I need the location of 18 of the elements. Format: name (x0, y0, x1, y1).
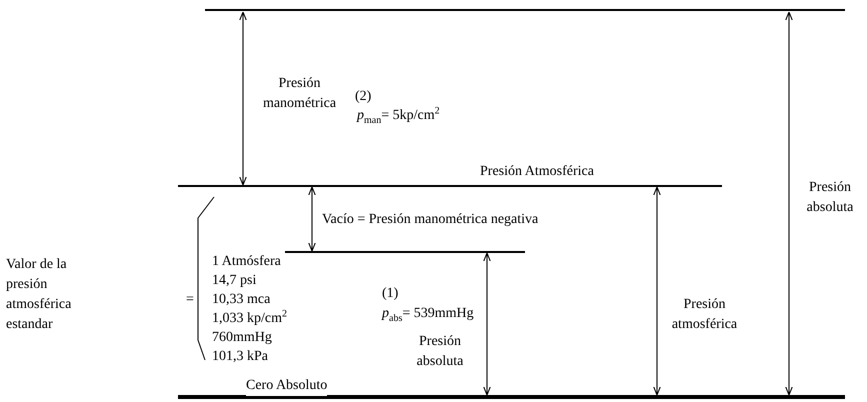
measure-label: Vacío = Presión manométrica negativa (322, 211, 540, 229)
value-text: 1 Atmósfera (212, 253, 282, 271)
measure-label: Presión manométrica (262, 75, 338, 113)
equals-sign: = (186, 291, 195, 309)
value-text: 14,7 psi (212, 272, 258, 290)
measure-label: Presión atmosférica (670, 296, 738, 334)
value-text: p$_{man}$= 5kp/cm$^{2}$ (357, 106, 441, 126)
measure-label: Presión absoluta (416, 333, 464, 371)
level-label: Cero Absoluto (246, 376, 328, 396)
value-text: 760mmHg (212, 329, 273, 347)
callout-number: (1) (382, 285, 400, 303)
value-text: p$_{abs}$= 539mmHg (382, 305, 475, 324)
value-text: 1,033 kp/cm$^{2}$ (212, 309, 288, 328)
value-text: 101,3 kPa (212, 348, 269, 366)
callout-number: (2) (355, 88, 372, 106)
note-text: Valor de la presión atmosférica estandar (6, 256, 72, 334)
value-text: 10,33 mca (212, 291, 272, 309)
measure-label: Presión absoluta (806, 179, 854, 217)
